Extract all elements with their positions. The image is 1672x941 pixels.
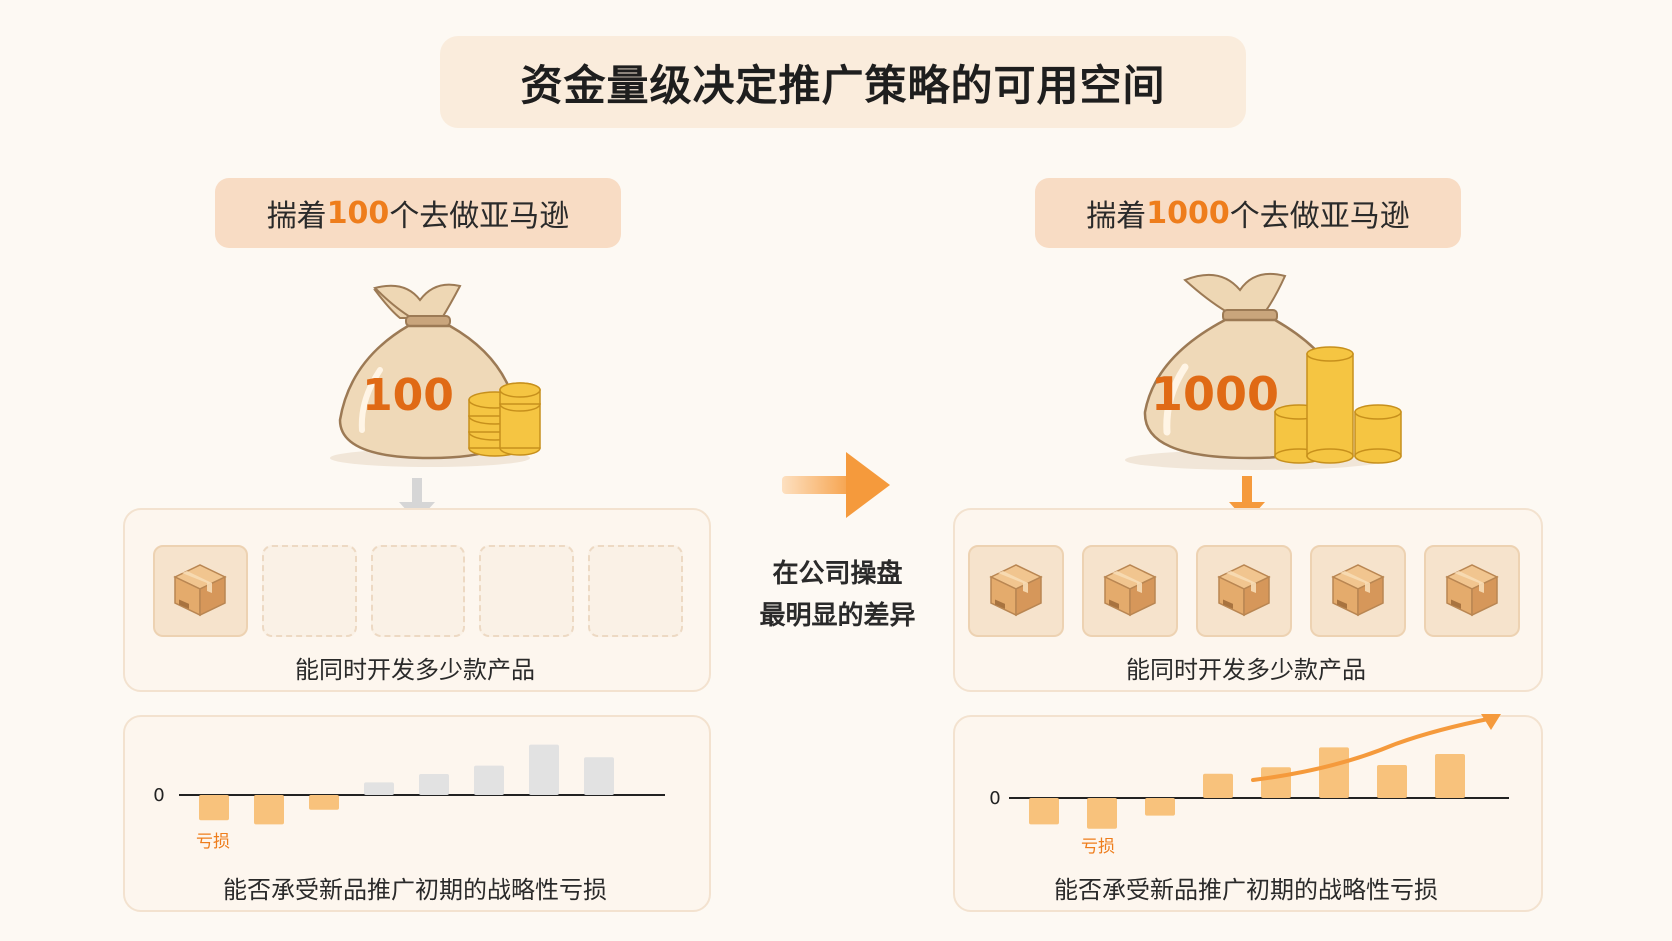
chart-bar [309, 795, 339, 810]
chart-bar [1087, 798, 1117, 829]
right-product-slot [968, 545, 1064, 637]
right-money-bag-icon: 1000 [1125, 272, 1402, 470]
product-box-icon-holder [1213, 559, 1275, 623]
chart-bar [529, 744, 559, 795]
right-loss-label: 亏损 [1081, 837, 1115, 857]
left-loss-caption: 能否承受新品推广初期的战略性亏损 [223, 876, 607, 904]
chart-bar [1435, 754, 1465, 798]
right-product-slot [1082, 545, 1178, 637]
left-products-slots [153, 545, 683, 637]
chart-bar [419, 774, 449, 795]
right-bag-amount: 1000 [1151, 367, 1279, 421]
left-scenario-suffix: 个去做亚马逊 [389, 199, 570, 234]
middle-text-line1: 在公司操盘 [772, 559, 903, 589]
right-scenario-banner: 揣着 1000 个去做亚马逊 [1035, 178, 1461, 248]
product-box-icon [1445, 564, 1499, 617]
left-money-bag-icon: 100 [330, 283, 541, 467]
right-growth-arrowhead-icon [1481, 714, 1501, 730]
left-product-slot [261, 545, 357, 637]
middle-text-line2: 最明显的差异 [759, 601, 916, 631]
chart-bar [254, 795, 284, 825]
chart-bar [1261, 767, 1291, 798]
chart-bar [1145, 798, 1175, 816]
right-product-slot [1196, 545, 1292, 637]
left-product-slot [588, 545, 683, 637]
middle-right-arrow-icon [782, 452, 890, 518]
product-box-icon-holder [1099, 559, 1161, 623]
left-bag-amount: 100 [362, 370, 454, 421]
right-scenario-suffix: 个去做亚马逊 [1229, 199, 1410, 234]
left-scenario-banner: 揣着 100 个去做亚马逊 [215, 178, 621, 248]
product-box-icon [1103, 564, 1157, 617]
left-scenario-amount: 100 [326, 195, 390, 231]
left-product-slot [370, 545, 466, 637]
chart-bar [1203, 773, 1233, 798]
left-scenario-prefix: 揣着 [266, 199, 327, 234]
product-box-icon [173, 564, 228, 617]
product-box-icon [989, 564, 1043, 617]
right-growth-arrow-icon [1251, 716, 1495, 782]
right-profit-chart: 0 亏损 [989, 714, 1509, 857]
product-box-icon-holder [1327, 559, 1389, 623]
right-scenario-prefix: 揣着 [1086, 199, 1147, 234]
right-scenario-amount: 1000 [1146, 195, 1230, 231]
chart-bar [364, 782, 394, 795]
right-products-slots [968, 545, 1528, 637]
product-box-icon-holder [169, 559, 231, 623]
chart-bar [584, 757, 614, 795]
right-product-slot [1424, 545, 1520, 637]
left-loss-label: 亏损 [196, 832, 230, 852]
page-title: 资金量级决定推广策略的可用空间 [440, 36, 1246, 128]
left-products-caption: 能同时开发多少款产品 [295, 656, 535, 684]
product-box-icon [1331, 564, 1385, 617]
right-loss-caption: 能否承受新品推广初期的战略性亏损 [1054, 876, 1438, 904]
right-products-caption: 能同时开发多少款产品 [1126, 656, 1366, 684]
chart-bar [474, 765, 504, 795]
product-box-icon-holder [985, 559, 1047, 623]
chart-bar [1319, 747, 1349, 798]
left-product-slot [479, 545, 575, 637]
chart-bar [199, 795, 229, 821]
middle-difference-text: 在公司操盘 最明显的差异 [735, 553, 940, 637]
product-box-icon-holder [1441, 559, 1503, 623]
left-product-slot [153, 545, 248, 637]
chart-bar [1029, 798, 1059, 825]
right-chart-zero-label: 0 [989, 788, 1000, 809]
chart-bar [1377, 765, 1407, 798]
product-box-icon [1217, 564, 1271, 617]
left-chart-zero-label: 0 [153, 785, 164, 806]
left-profit-chart: 0 亏损 [153, 744, 665, 852]
right-product-slot [1310, 545, 1406, 637]
